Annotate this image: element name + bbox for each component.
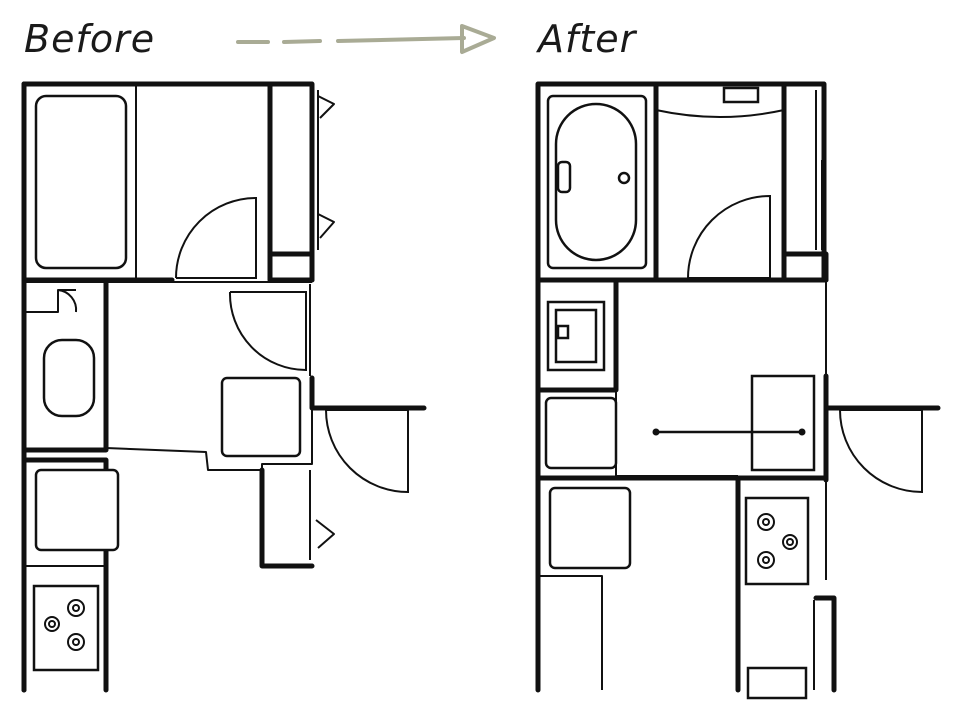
before-stove [32, 584, 100, 672]
after-bath-door [687, 194, 771, 279]
after-washer [544, 396, 618, 470]
after-entry-door [839, 409, 923, 494]
after-burners [757, 513, 798, 569]
transition-arrow [236, 24, 496, 54]
after-stove [744, 496, 810, 586]
after-shelf [750, 374, 816, 472]
before-entry-door [325, 409, 409, 494]
before-washer [220, 376, 302, 458]
after-hanging-rod [652, 428, 806, 436]
after-counter [746, 666, 808, 700]
after-fridge [548, 486, 632, 570]
after-window [815, 90, 823, 250]
before-window-top [311, 90, 335, 250]
before-laundry-door [228, 291, 307, 372]
after-plan [535, 81, 941, 700]
after-bathtub [546, 94, 648, 270]
before-burners [44, 599, 85, 651]
before-title: Before [24, 17, 155, 61]
after-vent [722, 86, 760, 104]
before-fridge [34, 468, 120, 552]
before-plan [21, 81, 427, 693]
before-toilet [42, 338, 96, 418]
after-title: After [535, 17, 638, 61]
before-bath-door [175, 196, 257, 279]
before-bathtub [34, 94, 128, 270]
